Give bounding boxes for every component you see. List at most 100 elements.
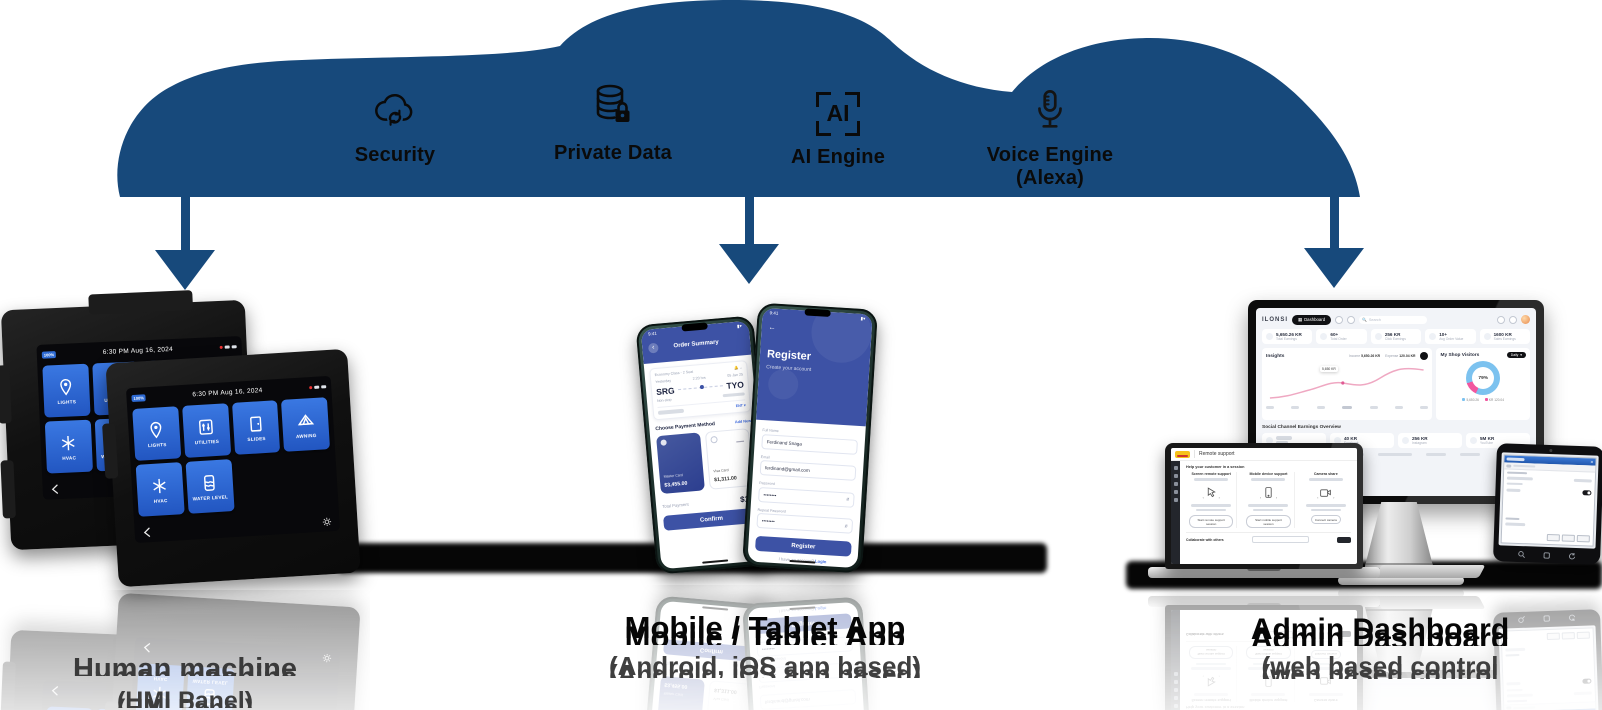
search-icon[interactable] [1517,549,1526,558]
battery-indicator: 100% [131,394,146,403]
back-icon[interactable] [1567,551,1576,560]
mount-tab [102,423,119,479]
keyboard [1374,565,1486,578]
from-code: SRG [655,385,675,398]
cloud-shape [117,0,1360,197]
mount-tab [0,365,12,424]
remote-support-screen: Remote support Help your customer in a s… [1171,448,1357,564]
apply-button[interactable] [1576,535,1590,543]
status-icons [219,345,237,349]
caption-right-line2: (web based control panel) [1261,653,1499,679]
back-arrow-icon[interactable] [141,526,154,539]
support-column-screen: Screen remote support ‹ › Start remote s… [1186,472,1238,528]
tablet-screen: ✕ [1498,452,1599,549]
clock-label: 6:30 PM Aug 16, 2024 [102,345,174,357]
tile-hvac[interactable]: HVAC [135,462,185,517]
ok-button[interactable] [1546,533,1560,542]
repeat-password-field[interactable]: Repeat Password ••••••••ø [756,507,854,534]
support-column-camera: Camera share ‹ › Connect camera [1301,472,1351,528]
login-link[interactable]: Login [814,558,827,565]
fullname-field[interactable]: Full Name Ferdinand Snaga [761,428,859,455]
microphone-icon [950,84,1150,134]
caption-right-line1: Admin Dashboard [1250,614,1510,646]
collaborate-label: Collaborate with others [1186,537,1224,542]
feature-label: Voice Engine (Alexa) [986,144,1114,189]
start-mobile-session-button[interactable]: Start mobile support session [1246,515,1291,528]
tile-hvac[interactable]: HVAC [44,419,93,474]
caption-left: Human machine interface (HMI Panel) [10,654,360,708]
camera-icon [1320,488,1332,497]
sidebar [1171,461,1180,564]
register-button[interactable]: Register [755,535,852,557]
tile-lights[interactable]: LIGHTS [42,363,91,418]
status-time: 9:41 [647,330,658,337]
settings-icon[interactable] [1509,315,1518,324]
nav-icon[interactable] [1347,315,1356,324]
invite-button[interactable] [1337,536,1351,543]
caption-left-line2: (HMI Panel) [116,688,254,708]
tile-slides[interactable]: SLIDES [231,400,281,455]
payment-card-master[interactable]: Master Card $3,455.00 [656,432,705,495]
tile-awning[interactable]: AWNING [281,397,331,452]
clock-label: 6:30 PM Aug 16, 2024 [192,387,263,399]
support-app-logo [1175,450,1190,458]
chart-tooltip: 5,650 KR [1320,366,1338,372]
support-column-mobile: Mobile device support ‹ › Start mobile s… [1243,472,1295,528]
home-indicator [702,559,729,564]
dashboard-nav-pill[interactable]: ▦ Dashboard [1292,314,1332,325]
range-pill[interactable]: Daily ▾ [1506,352,1526,358]
home-icon[interactable] [1542,550,1551,559]
dialog-buttons [1546,533,1590,543]
earnings-line-chart [1269,367,1424,399]
tile-utilities[interactable]: UTILITIES [181,403,231,458]
to-code: TYO [726,379,745,391]
home-indicator [789,559,816,564]
ai-brackets-icon: AI [768,86,908,136]
tile-lights[interactable]: LIGHTS [132,406,182,461]
back-arrow[interactable]: ← [768,324,776,332]
email-field[interactable]: Email ferdinand@gmail.com [759,455,857,481]
feature-voice-engine: Voice Engine (Alexa) [950,84,1150,190]
cancel-button[interactable] [1561,534,1575,542]
eye-icon[interactable]: ø [846,496,850,503]
close-icon[interactable]: ✕ [1590,459,1594,465]
start-remote-session-button[interactable]: Start remote support session [1189,515,1234,528]
notifications-icon[interactable] [1497,315,1506,324]
caption-right: Admin Dashboard (web based control panel… [1225,614,1535,679]
cloud-sync-icon [325,84,465,134]
feature-security: Security [325,84,465,167]
monitor-base [1338,576,1464,585]
total-label: Total Payment [661,501,689,509]
chart-toggle[interactable] [1420,352,1429,360]
visitors-donut-chart: 79% [1466,361,1501,395]
laptop-base [1148,567,1380,578]
caption-middle: Mobile / Tablet App (Android, iOS app ba… [600,612,930,678]
register-screen: 9:41▮▾ ← Register Create your account Fu… [747,307,873,569]
feature-private-data: Private Data [543,82,683,165]
password-field[interactable]: Password ••••••••ø [758,481,855,508]
phone-icon [1265,486,1272,498]
back-arrow-icon[interactable] [49,483,62,496]
avatar[interactable] [1521,315,1531,324]
tile-water-level[interactable]: WATER LEVEL [185,459,235,514]
toggle-switch[interactable] [1582,490,1592,495]
dynamic-island [804,308,831,318]
hmi-panels-group: 100% 6:30 PM Aug 16, 2024 LIGHTS UTILITI… [0,280,370,710]
search-input[interactable]: 🔍 Search [1359,315,1428,324]
invite-input[interactable] [1251,536,1309,543]
add-new-link[interactable]: Add New [734,418,752,425]
insights-panel: Insights Income 5,650.26 KR Expense 120.… [1262,348,1433,420]
gear-icon[interactable] [321,516,333,528]
dialog-window: ✕ [1500,454,1597,547]
connect-camera-button[interactable]: Connect camera [1310,515,1341,524]
hmi-panel-front: 100% 6:30 PM Aug 16, 2024 LIGHTS UTILITI… [102,348,361,588]
eye-icon[interactable]: ø [844,522,848,529]
nav-icon[interactable] [1335,315,1344,324]
